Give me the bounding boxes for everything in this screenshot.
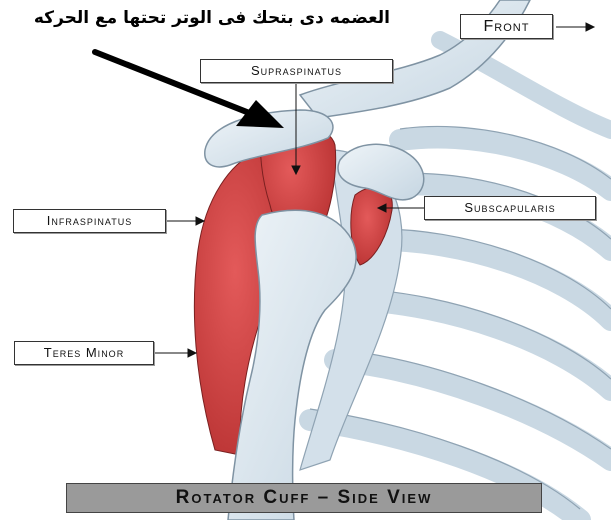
leader-lines [154, 22, 596, 358]
rib [324, 349, 611, 471]
supraspinatus-label: Supraspinatus [200, 59, 393, 83]
arabic-annotation: العضمه دى بتحك فى الوتر تحتها مع الحركه [33, 8, 390, 28]
infraspinatus-label: Infraspinatus [13, 209, 166, 233]
rib [299, 409, 591, 520]
rib [389, 126, 611, 201]
diagram-caption: Rotator Cuff – Side View [66, 483, 542, 513]
coracoid-process [337, 143, 425, 201]
rib [349, 289, 611, 401]
humerus [227, 209, 357, 520]
teres-minor-label: Teres Minor [14, 341, 154, 365]
annotation-arrow [92, 49, 284, 128]
subscapularis-label: Subscapularis [424, 196, 596, 220]
rib [369, 229, 611, 331]
front-label: Front [460, 14, 553, 39]
